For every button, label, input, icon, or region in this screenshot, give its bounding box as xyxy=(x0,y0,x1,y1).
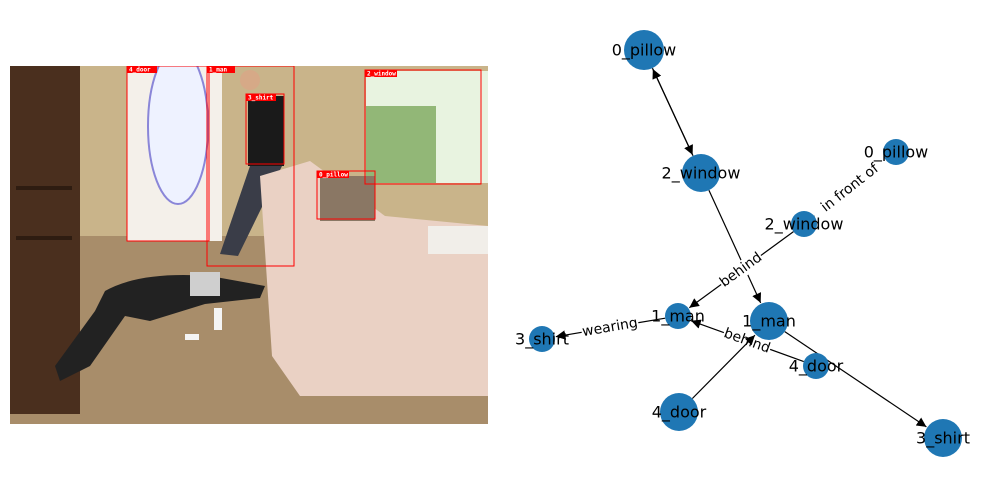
detection-tag xyxy=(365,70,397,77)
edge-label: behind xyxy=(717,249,765,290)
node-label: 4_door xyxy=(789,357,844,377)
edge-label: in front of xyxy=(818,160,883,215)
detection-pillow: 0_pillow xyxy=(316,170,376,220)
man-shirt xyxy=(248,96,284,166)
node-label: 3_shirt xyxy=(515,330,569,350)
node-label: 1_man xyxy=(742,312,796,332)
graph-nodes: 0_pillow 2_window 0_pillow 2_window 1_man 1_m… xyxy=(515,30,970,457)
detection-tag xyxy=(127,66,157,73)
detection-label: 0_pillow xyxy=(319,172,348,179)
graph-node xyxy=(660,393,698,431)
side-table xyxy=(428,226,488,254)
detection-box xyxy=(364,69,482,185)
detection-label: 1_man xyxy=(209,67,227,74)
scene-photo: 4_door 1_man 3_shirt 0_pillow 2_window xyxy=(10,66,488,424)
detection-tag xyxy=(317,171,349,178)
sofa xyxy=(260,161,488,396)
detection-door: 4_door xyxy=(126,66,210,242)
detection-tag xyxy=(207,66,235,73)
edge-label-background xyxy=(809,153,891,223)
edge-label-background xyxy=(716,249,766,291)
graph-node xyxy=(682,154,720,192)
man-head xyxy=(240,70,260,90)
detection-label: 4_door xyxy=(129,67,151,74)
pill-bottle xyxy=(214,308,222,330)
graph-edge xyxy=(652,68,694,157)
door-window-oval xyxy=(147,66,209,205)
node-label: 0_pillow xyxy=(612,41,677,61)
detection-tag xyxy=(246,94,276,101)
edge-label: wearing xyxy=(581,315,639,340)
graph-node xyxy=(750,302,788,340)
graph-edge xyxy=(691,334,756,399)
detection-label: 2_window xyxy=(367,71,396,78)
node-label: 0_pillow xyxy=(864,143,929,163)
lying-person xyxy=(55,275,265,381)
detection-box xyxy=(206,66,295,267)
detection-label: 3_shirt xyxy=(248,95,274,102)
detection-box xyxy=(126,66,210,242)
edge-label-background xyxy=(580,314,640,341)
graph-node xyxy=(665,303,691,329)
graph-node xyxy=(803,353,829,379)
graph-node xyxy=(924,419,962,457)
shelf-divider xyxy=(16,186,72,190)
graph-node xyxy=(791,211,817,237)
node-label: 2_window xyxy=(662,164,741,184)
graph-node xyxy=(624,30,664,70)
window-trees xyxy=(366,106,436,183)
detection-man: 1_man xyxy=(206,66,295,267)
detection-window: 2_window xyxy=(364,69,482,185)
detection-shirt: 3_shirt xyxy=(245,93,285,165)
graph-edge xyxy=(708,190,762,304)
graph-node xyxy=(883,139,909,165)
pill-box xyxy=(185,334,199,340)
graph-edge xyxy=(784,331,927,428)
node-label: 4_door xyxy=(652,403,707,423)
node-label: 3_shirt xyxy=(916,429,970,449)
shelf-divider xyxy=(16,236,72,240)
node-label: 1_man xyxy=(651,307,705,327)
graph-node xyxy=(529,326,555,352)
node-label: 2_window xyxy=(765,215,844,235)
lying-person-shirt xyxy=(190,272,220,296)
